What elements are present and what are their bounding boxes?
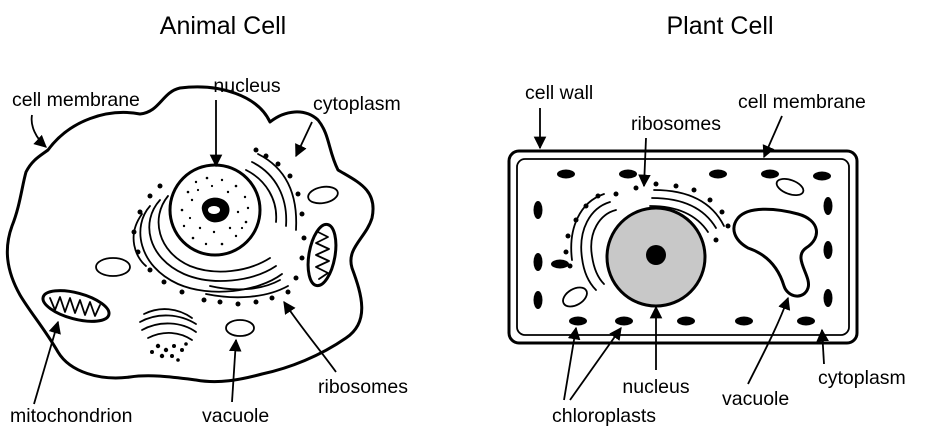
plant-cell-wall-label: cell wall — [525, 82, 593, 104]
plant-vacuole-label: vacuole — [722, 388, 789, 410]
plant-cytoplasm-label: cytoplasm — [818, 367, 906, 389]
animal-vacuole-1 — [96, 258, 130, 276]
plant-nucleus — [607, 208, 705, 306]
animal-nucleus — [170, 165, 260, 255]
animal-cell-membrane — [7, 87, 373, 382]
animal-ribosomes-pointer — [284, 302, 336, 372]
animal-cell-membrane-pointer — [32, 115, 46, 147]
animal-vacuole-3 — [226, 320, 254, 336]
animal-cell-title: Animal Cell — [160, 12, 286, 40]
animal-mitochondrion-label: mitochondrion — [10, 405, 132, 427]
animal-vacuole-2 — [307, 185, 339, 206]
plant-cell: Plant Cell — [509, 12, 906, 427]
plant-cell-membrane-label: cell membrane — [738, 91, 866, 113]
plant-ribosomes-pointer — [644, 138, 646, 186]
animal-rough-er — [132, 148, 307, 307]
plant-chloroplasts-label: chloroplasts — [552, 405, 656, 427]
plant-vacuole-pointer — [748, 298, 788, 384]
animal-mitochondrion-left — [40, 285, 112, 328]
plant-vacuole — [734, 209, 817, 296]
plant-nucleus-label: nucleus — [622, 376, 689, 398]
plant-chloroplasts-pointer-2 — [570, 328, 621, 400]
animal-cytoplasm-label: cytoplasm — [313, 93, 401, 115]
animal-cell-membrane-label: cell membrane — [12, 89, 140, 111]
animal-ribosomes-label: ribosomes — [318, 376, 408, 398]
plant-cell-title: Plant Cell — [667, 12, 774, 40]
animal-vacuole-pointer — [232, 340, 236, 402]
animal-nucleus-label: nucleus — [213, 75, 280, 97]
animal-golgi — [140, 309, 196, 362]
plant-ribosomes-label: ribosomes — [631, 113, 721, 135]
animal-vacuole-label: vacuole — [202, 405, 269, 427]
animal-cell: Animal Cell — [7, 12, 408, 427]
animal-cytoplasm-pointer — [296, 122, 312, 156]
plant-small-vacuole-1 — [774, 176, 805, 199]
animal-mitochondrion-right — [304, 222, 340, 288]
plant-small-vacuole-2 — [560, 284, 591, 311]
plant-chloroplasts-pointer-1 — [564, 328, 576, 400]
